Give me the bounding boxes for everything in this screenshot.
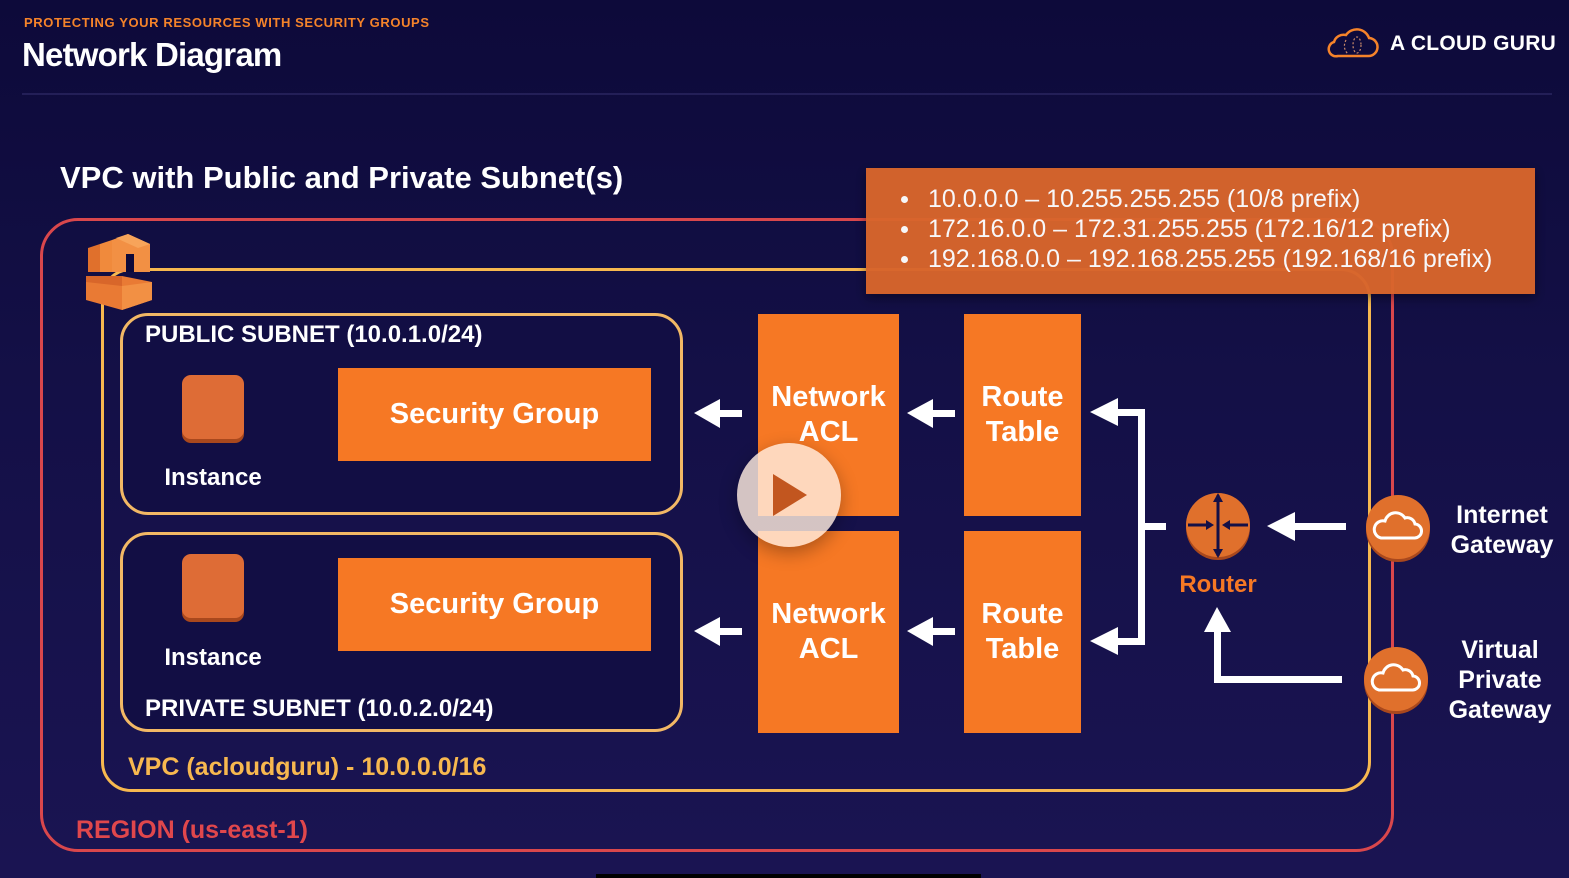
private-security-group[interactable]: Security Group (338, 558, 651, 651)
public-security-group[interactable]: Security Group (338, 368, 651, 461)
section-eyebrow: PROTECTING YOUR RESOURCES WITH SECURITY … (24, 15, 430, 30)
virtual-private-gateway-icon[interactable] (1362, 646, 1430, 714)
private-ip-ranges-box: 10.0.0.0 – 10.255.255.255 (10/8 prefix) … (866, 168, 1535, 294)
vgw-line3: Gateway (1448, 696, 1552, 724)
internet-gateway-icon[interactable] (1364, 494, 1432, 562)
arrow-acl-to-private-sg-icon (694, 617, 742, 646)
bracket-bottom (1116, 638, 1144, 645)
acl-line2: ACL (798, 416, 859, 448)
rt-line1: Route (981, 598, 1064, 630)
brand-logo: A CLOUD GURU (1326, 26, 1556, 62)
rt-line1: Route (981, 381, 1064, 413)
acl-line1: Network (771, 381, 886, 413)
private-subnet-label: PRIVATE SUBNET (10.0.2.0/24) (145, 695, 494, 722)
cloud-logo-icon (1327, 28, 1379, 58)
arrow-rt-to-public-acl-icon (907, 399, 955, 428)
arrow-rt-to-private-acl-icon (907, 617, 955, 646)
ip-range-item: 172.16.0.0 – 172.31.255.255 (172.16/12 p… (901, 214, 1535, 244)
vpc-label: VPC (acloudguru) - 10.0.0.0/16 (128, 753, 487, 781)
ip-range-list: 10.0.0.0 – 10.255.255.255 (10/8 prefix) … (866, 184, 1535, 274)
arrow-to-public-rt-icon (1090, 398, 1118, 426)
arrow-to-private-rt-icon (1090, 627, 1118, 655)
rt-line2: Table (985, 633, 1060, 665)
public-instance-label: Instance (164, 464, 262, 491)
igw-line2: Gateway (1450, 531, 1554, 559)
bracket-router-link (1144, 523, 1166, 530)
rt-line2: Table (985, 416, 1060, 448)
page-title: Network Diagram (22, 36, 282, 73)
play-icon (773, 474, 807, 516)
vgw-line2: Private (1458, 666, 1542, 694)
diagram-title: VPC with Public and Private Subnet(s) (60, 160, 624, 195)
region-label: REGION (us-east-1) (76, 816, 308, 844)
acl-line2: ACL (798, 633, 859, 665)
ip-range-item: 10.0.0.0 – 10.255.255.255 (10/8 prefix) (901, 184, 1535, 214)
virtual-private-gateway-label: Virtual Private Gateway (1444, 635, 1556, 725)
acl-line1: Network (771, 598, 886, 630)
vpc-icon (86, 234, 152, 310)
arrow-acl-to-public-sg-icon (694, 399, 742, 428)
bracket-vertical (1138, 409, 1145, 645)
brand-name: A CLOUD GURU (1390, 32, 1557, 55)
arrow-vgw-to-router-icon (1204, 607, 1342, 683)
public-instance-icon[interactable] (182, 375, 244, 439)
router-label: Router (1179, 571, 1257, 598)
ip-range-item: 192.168.0.0 – 192.168.255.255 (192.168/1… (901, 244, 1535, 274)
vgw-line1: Virtual (1461, 636, 1539, 664)
video-progress-bar[interactable] (596, 874, 981, 878)
private-instance-label: Instance (164, 644, 262, 671)
internet-gateway-label: Internet Gateway (1446, 500, 1558, 560)
igw-line1: Internet (1456, 501, 1548, 529)
play-button[interactable] (737, 443, 841, 547)
bracket-top (1116, 409, 1144, 416)
arrow-igw-to-router-icon (1267, 512, 1346, 541)
private-instance-icon[interactable] (182, 554, 244, 618)
header-divider (22, 93, 1552, 95)
public-subnet-label: PUBLIC SUBNET (10.0.1.0/24) (145, 321, 483, 348)
router-icon[interactable] (1184, 492, 1252, 560)
